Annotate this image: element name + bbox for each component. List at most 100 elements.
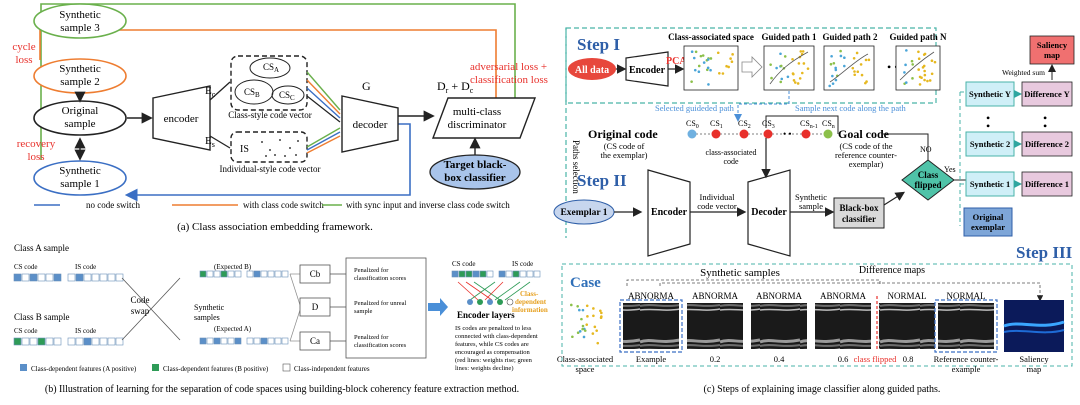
orange-loop-line [39,29,497,114]
code-cell [213,337,221,345]
scan-class-label: NORMAL [887,291,926,301]
note-line5: (red lines: weights rise; green [455,357,533,364]
discriminator-block [431,97,537,139]
scatter-point [865,80,868,83]
scatter-point [852,57,856,60]
cs-b-label: CSB [244,87,260,99]
cs-code-dot [801,129,811,139]
class-a-code-row [13,273,124,282]
code-cell [206,337,214,345]
scatter-point [709,68,712,72]
cs-vector-box [230,55,308,111]
cs-code-label-a: CS code [14,263,38,271]
blue-loop-line [124,123,411,202]
pca-label: PCA [666,56,687,67]
scatter-point [831,82,835,85]
cs-code-label: CSn [822,119,835,130]
saliency-caption-line1: Saliency [1019,354,1049,364]
class-assoc-code-line1: class-associated [705,148,756,157]
scatter-point [791,57,794,61]
code-cell [267,337,275,345]
recovery-loss-line2: loss [27,151,44,163]
scan-class-label: ABNORMA [756,291,803,301]
difference-maps-caption: Difference maps [859,265,925,276]
scatter-point [600,311,603,315]
scatter-point [729,57,732,60]
difference-2-box [1021,131,1073,157]
scatter-point [586,315,589,318]
scatter-point [596,341,600,345]
scatter-point [593,325,597,329]
scatter-point [905,49,908,52]
difference-y-box [1021,81,1073,107]
saliency-caption-line2: map [1027,364,1042,374]
synthetic-sample-3-line1: Synthetic [59,9,101,21]
scatter-point [829,62,833,66]
scatter-point [690,80,693,83]
scatter-point [599,309,602,313]
code-cell [281,270,289,278]
difference-dots-2: • [1043,119,1047,133]
class-b-code-row [13,337,124,346]
synthetic-2-label: Synthetic 2 [970,139,1010,149]
scatter-point [571,335,574,339]
scatter-point [834,68,838,72]
code-cell [465,270,473,278]
scan-class-label: ABNORMA [628,291,675,301]
code-cell [107,337,116,346]
scatter-point [917,57,921,61]
yes-label: Yes [944,165,956,174]
synthetic-y-box [965,81,1015,107]
scatter-point [599,316,603,320]
code-cell [199,337,207,345]
scatter-point [591,332,595,335]
code-cell [115,273,124,282]
synthetic-samples-caption: Synthetic samples [700,267,780,279]
cs-green-line [306,71,341,111]
cs-black-line [306,95,341,123]
code-cell [83,337,92,346]
step1-dashed-box [565,27,937,104]
code-cell [267,270,275,278]
scatter-point [834,66,837,70]
scatter-point [769,63,772,66]
penalty-2-line2: sample [354,308,373,315]
code-cell [246,337,254,345]
code-cell [115,337,124,346]
cs-code-dot [687,129,697,139]
scatter-point [933,60,937,64]
synthetic-b-code-row [199,270,289,278]
example-label: Example [636,354,666,364]
panel-b: Class A sample CS code IS code Class B s… [13,243,548,395]
panel-b-flow-arrow [428,298,448,316]
scatter-point [923,73,927,77]
class-b-label: Class B sample [14,312,70,322]
code-cell [67,337,76,346]
target-classifier-line1: Target black- [444,159,507,171]
synthetic-y-label: Synthetic Y [969,89,1011,99]
penalty-3-line2: classification scores [354,342,407,349]
scatter-point [697,70,701,74]
scatter-point [578,308,581,312]
code-cell [519,270,527,278]
scatter-point [911,63,914,66]
code-cell [253,337,261,345]
code-cell [234,270,242,278]
discriminator-line1: multi-class [453,106,501,118]
cs-code-label: CS0 [686,119,699,130]
guided-path-line [899,51,935,81]
scatter-point [918,83,922,86]
penalty-1-line2: classification scores [354,275,407,282]
note-line4: encouraged as compensation [455,349,530,356]
adversarial-loss-line2: classification loss [470,74,548,86]
code-cell [29,273,38,282]
goal-code-label: Goal code [838,127,890,141]
scatter-point [839,54,843,58]
scatter-point [731,53,734,56]
panel-c: Paths selection Step I All data Encoder … [553,27,1075,395]
note-line2: connected with class-dependent [455,333,538,340]
scatter-point [716,51,720,55]
code-cell [220,270,228,278]
selected-path-arrow [734,91,790,122]
original-exemplar-box [963,207,1013,237]
